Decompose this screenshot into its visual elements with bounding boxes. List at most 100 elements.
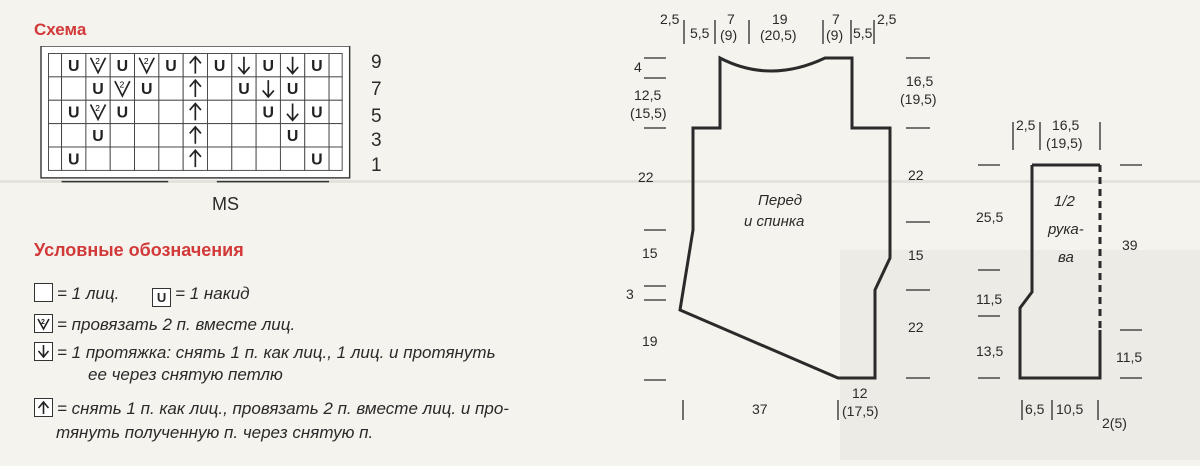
chart-cell bbox=[328, 146, 343, 171]
body-label: Перед bbox=[758, 192, 802, 209]
legend-text: = 1 накид bbox=[175, 284, 250, 303]
knit-two-together-icon: 2 bbox=[34, 314, 53, 333]
sleeve-outline bbox=[1018, 165, 1102, 380]
legend-item-knit: = 1 лиц. U= 1 накид bbox=[34, 283, 250, 307]
yarn-over-icon: U bbox=[92, 81, 103, 98]
body-label: и спинка bbox=[744, 213, 804, 230]
dim-label: (17,5) bbox=[842, 403, 879, 419]
down-arrow-icon bbox=[237, 56, 251, 75]
yarn-over-icon: U bbox=[92, 128, 103, 145]
repeat-label: MS bbox=[212, 194, 239, 214]
yarn-over-icon: U bbox=[287, 81, 298, 98]
dim-label: 15 bbox=[908, 247, 924, 263]
dim-label: 19 bbox=[772, 11, 788, 27]
svg-text:2: 2 bbox=[41, 319, 45, 326]
yarn-over-icon: U bbox=[152, 288, 172, 307]
dim-label: 25,5 bbox=[976, 209, 1003, 225]
knit-two-together-icon bbox=[89, 57, 107, 75]
up-arrow-icon bbox=[189, 148, 202, 168]
down-arrow-icon bbox=[262, 80, 275, 99]
yarn-over-icon: U bbox=[68, 151, 79, 168]
yarn-over-icon: U bbox=[165, 58, 176, 75]
row-number: 7 bbox=[371, 79, 382, 100]
knit-two-together-icon bbox=[138, 57, 155, 75]
yarn-over-icon: U bbox=[238, 81, 249, 98]
sleeve-label: рука- bbox=[1047, 221, 1084, 238]
dim-label: (19,5) bbox=[900, 91, 937, 107]
dim-label: 11,5 bbox=[1116, 349, 1142, 365]
dim-label: 16,5 bbox=[906, 73, 933, 89]
yarn-over-icon: U bbox=[68, 105, 79, 122]
yarn-over-icon: U bbox=[311, 105, 322, 122]
dim-label: (9) bbox=[826, 27, 843, 43]
dim-label: 15 bbox=[642, 245, 658, 261]
yarn-over-icon: U bbox=[287, 128, 298, 145]
dim-label: 2,5 bbox=[660, 11, 680, 27]
dim-label: 22 bbox=[908, 167, 924, 183]
legend-item-sk2po-cont: тянуть полученную п. через снятую п. bbox=[56, 423, 374, 442]
row-number: 5 bbox=[371, 106, 382, 127]
dim-label: (9) bbox=[720, 27, 737, 43]
dim-label: 4 bbox=[634, 59, 642, 75]
legend-text: = провязать 2 п. вместе лиц. bbox=[57, 315, 296, 334]
knit-two-together-icon bbox=[89, 104, 107, 122]
knit-two-together-icon: 2 bbox=[120, 80, 125, 90]
row-number: 9 bbox=[371, 52, 382, 73]
dim-label: 6,5 bbox=[1025, 401, 1045, 417]
row-number: 1 bbox=[371, 155, 382, 176]
dim-label: 10,5 bbox=[1056, 401, 1083, 417]
knit-two-together-icon: 2 bbox=[144, 56, 149, 66]
row-number: 3 bbox=[371, 130, 382, 151]
legend-item-k2tog: 2 = провязать 2 п. вместе лиц. bbox=[34, 314, 295, 335]
up-arrow-icon bbox=[189, 78, 202, 97]
yarn-over-icon: U bbox=[117, 105, 128, 122]
dim-label: 22 bbox=[908, 319, 924, 335]
sleeve-label: 1/2 bbox=[1054, 193, 1076, 210]
dim-label: 12 bbox=[852, 385, 868, 401]
yarn-over-icon: U bbox=[263, 58, 274, 75]
dim-label: 12,5 bbox=[634, 87, 661, 103]
dim-label: 19 bbox=[642, 333, 658, 349]
empty-cell-icon bbox=[34, 283, 53, 302]
dim-label: (19,5) bbox=[1046, 135, 1083, 151]
dim-label: 2(5) bbox=[1102, 415, 1127, 431]
down-arrow-icon bbox=[286, 56, 299, 75]
legend-item-sk2po: = снять 1 п. как лиц., провязать 2 п. вм… bbox=[34, 398, 509, 419]
yarn-over-icon: U bbox=[263, 105, 274, 122]
dim-label: 11,5 bbox=[976, 291, 1002, 307]
legend-text: = 1 лиц. bbox=[57, 284, 120, 303]
body-outline bbox=[678, 55, 892, 380]
down-arrow-icon bbox=[34, 342, 53, 361]
dim-label: (20,5) bbox=[760, 27, 797, 43]
yarn-over-icon: U bbox=[117, 58, 128, 75]
up-arrow-icon bbox=[189, 55, 202, 74]
dim-label: 3 bbox=[626, 286, 634, 302]
dim-label: 2,5 bbox=[877, 11, 897, 27]
dim-label: (15,5) bbox=[630, 105, 667, 121]
knit-two-together-icon: 2 bbox=[95, 56, 100, 66]
dim-label: 7 bbox=[727, 11, 735, 27]
dim-label: 37 bbox=[752, 401, 768, 417]
yarn-over-icon: U bbox=[311, 58, 322, 75]
dim-label: 2,5 bbox=[1016, 117, 1036, 133]
background-print-line bbox=[0, 180, 1200, 183]
knit-two-together-icon: 2 bbox=[95, 103, 100, 113]
up-arrow-icon bbox=[34, 398, 53, 417]
dim-label: 22 bbox=[638, 169, 654, 185]
dim-label: 5,5 bbox=[853, 25, 873, 41]
down-arrow-icon bbox=[286, 103, 299, 122]
dim-label: 7 bbox=[832, 11, 840, 27]
legend-item-skpo: = 1 протяжка: снять 1 п. как лиц., 1 лиц… bbox=[34, 342, 496, 363]
knit-two-together-icon bbox=[114, 80, 131, 98]
legend-title: Условные обозначения bbox=[34, 240, 244, 260]
dim-label: 39 bbox=[1122, 237, 1138, 253]
up-arrow-icon bbox=[189, 125, 202, 144]
yarn-over-icon: U bbox=[68, 58, 79, 75]
yarn-over-icon: U bbox=[141, 81, 152, 98]
legend-item-skpo-cont: ее через снятую петлю bbox=[88, 365, 283, 384]
legend-text: = снять 1 п. как лиц., провязать 2 п. вм… bbox=[57, 399, 509, 418]
yarn-over-icon: U bbox=[311, 151, 322, 168]
legend-text: = 1 протяжка: снять 1 п. как лиц., 1 лиц… bbox=[57, 343, 496, 362]
